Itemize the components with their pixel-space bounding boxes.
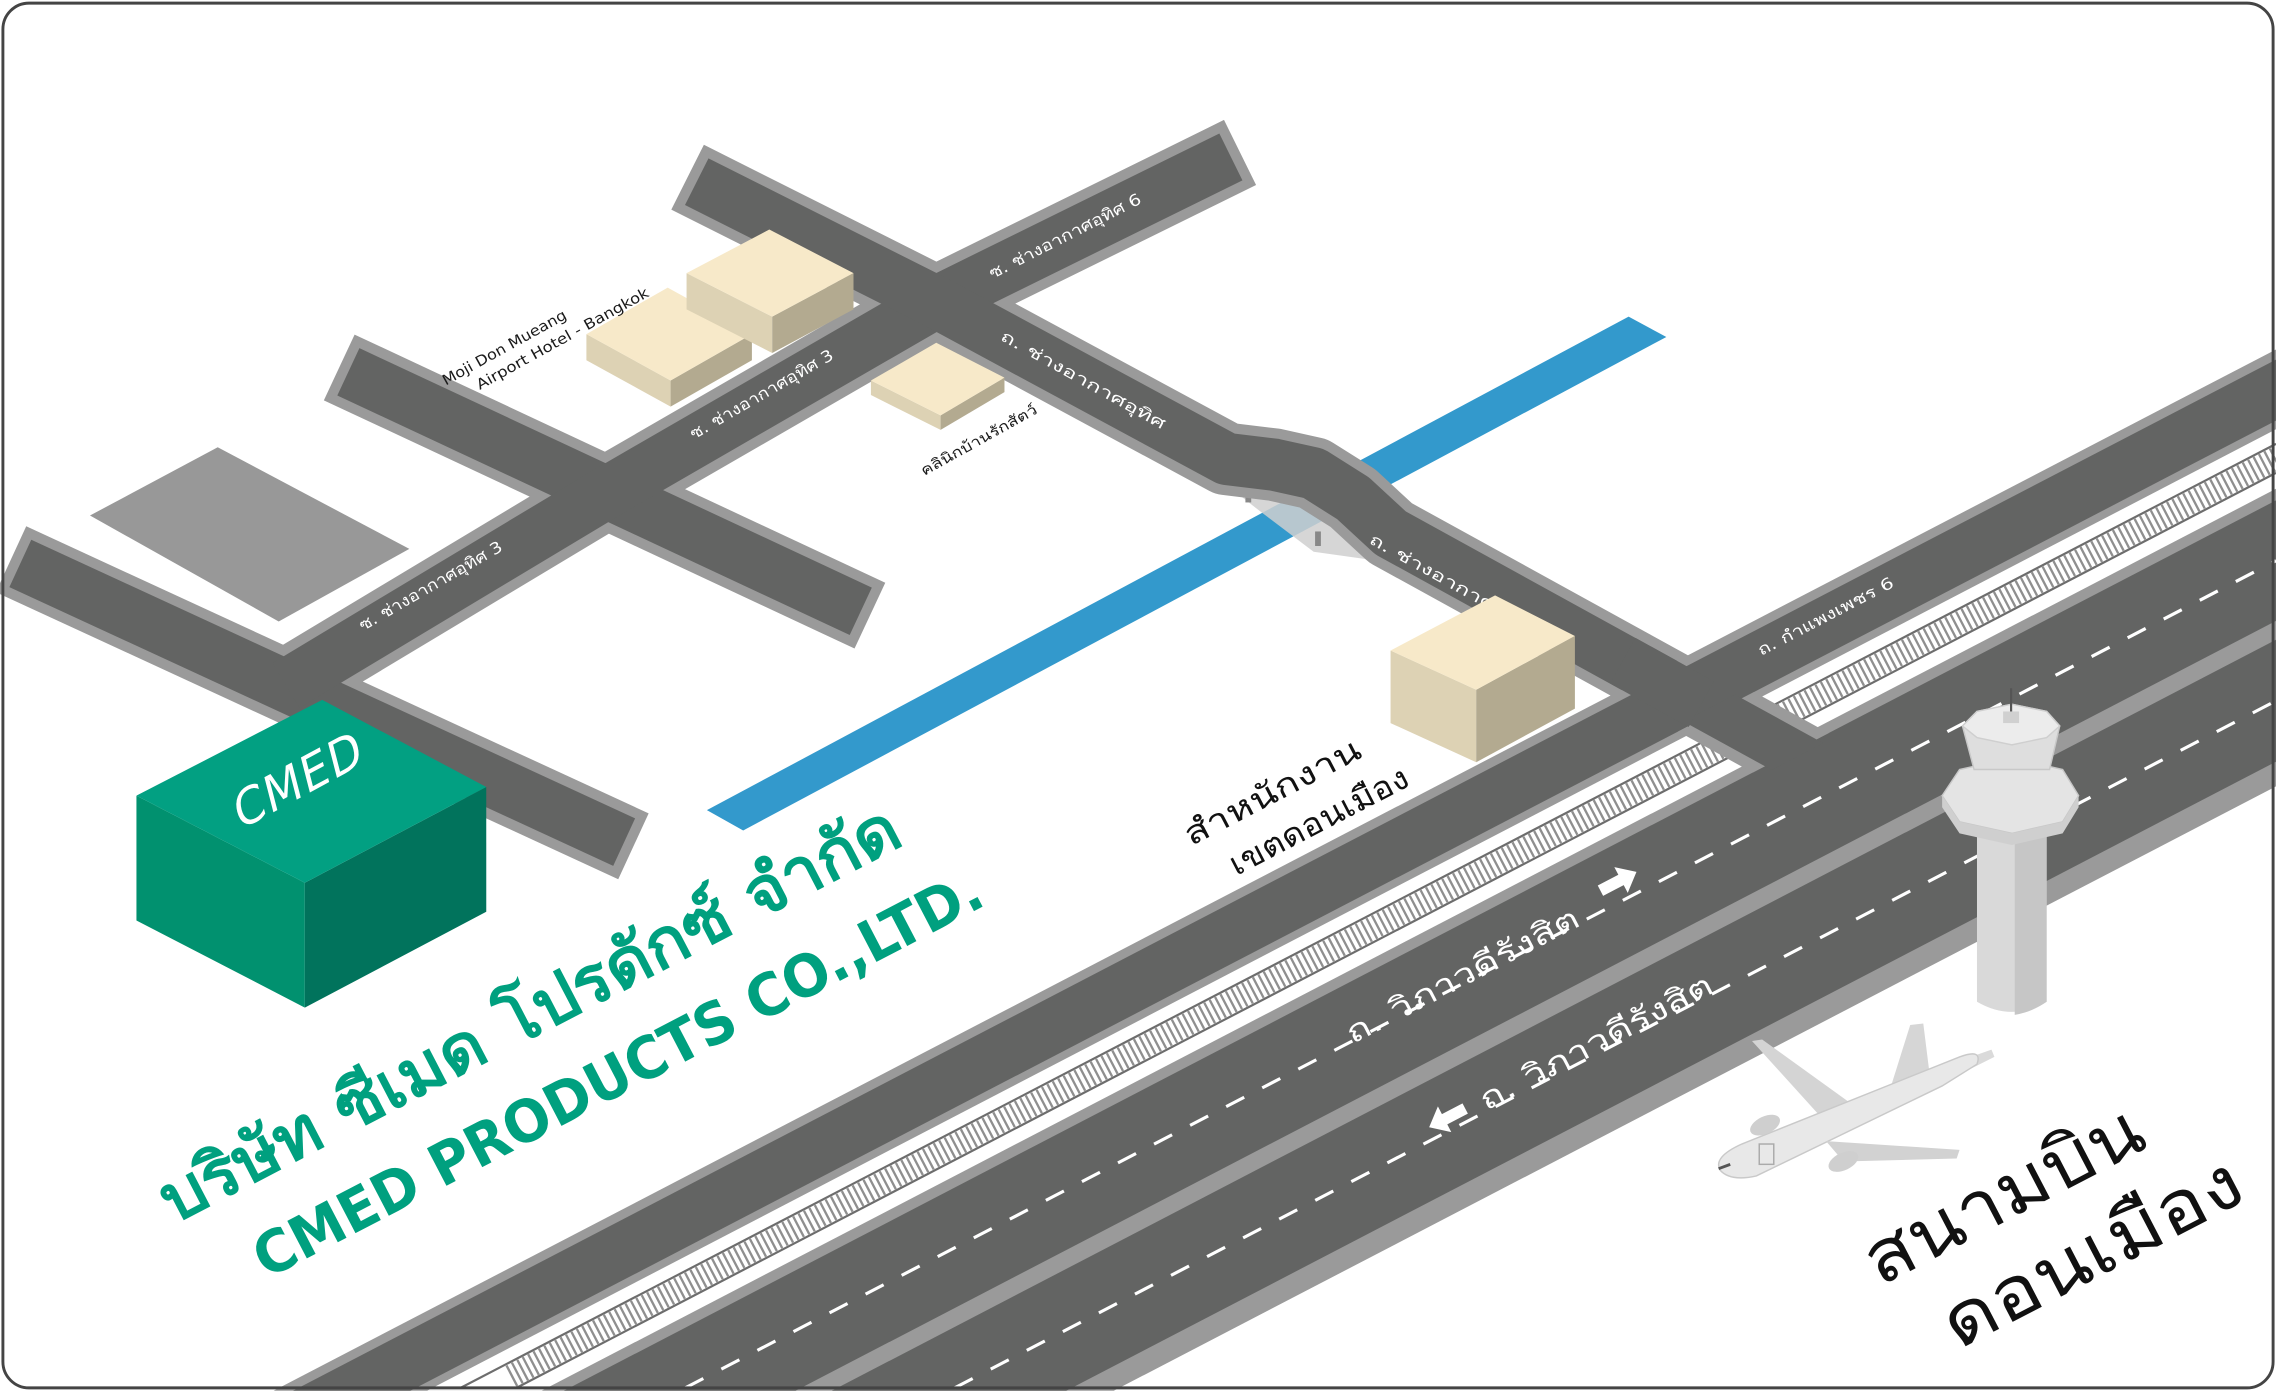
hotel-building-icon bbox=[586, 287, 752, 407]
railway-icon bbox=[515, 471, 2276, 1389]
lane-dash bbox=[684, 559, 2276, 1390]
arrow-right-icon bbox=[1597, 867, 1637, 896]
building-top-face bbox=[136, 699, 487, 883]
buildings-layer bbox=[136, 229, 1575, 1008]
building-right-face bbox=[940, 377, 1005, 430]
railway-ties bbox=[505, 448, 2276, 1387]
cmed-building-icon bbox=[136, 699, 487, 1008]
building-left-face bbox=[686, 273, 773, 353]
arrow-left-icon bbox=[1429, 1103, 1468, 1133]
building-top-face bbox=[870, 342, 1005, 416]
building-right-face bbox=[772, 273, 854, 353]
building-left-face bbox=[586, 334, 671, 407]
building-top-face bbox=[1390, 595, 1575, 690]
building-left-face bbox=[136, 795, 305, 1008]
railway-icon bbox=[460, 442, 2276, 1389]
lane-dash bbox=[953, 699, 2276, 1390]
building-right-face bbox=[670, 334, 752, 407]
building-left-face bbox=[870, 380, 941, 430]
road bbox=[272, 133, 1243, 708]
building-left-face bbox=[1390, 650, 1477, 763]
river bbox=[706, 316, 1667, 831]
building-top-face bbox=[586, 287, 752, 381]
road-kamphaeng-phet-6 bbox=[293, 359, 2276, 1391]
hotel-building-icon bbox=[686, 229, 854, 353]
district-office-building-icon bbox=[1390, 595, 1575, 763]
clinic-building-icon bbox=[870, 342, 1005, 430]
building-top-face bbox=[686, 229, 854, 317]
bridge-pillar bbox=[1315, 531, 1321, 546]
building-right-face bbox=[304, 786, 487, 1008]
building-right-face bbox=[1476, 635, 1575, 763]
parking-lot bbox=[89, 447, 410, 622]
road-crossing bbox=[1683, 694, 1824, 770]
road bbox=[684, 158, 1704, 722]
control-tower-icon bbox=[1941, 688, 2080, 1015]
airplane-icon bbox=[1717, 1023, 1995, 1179]
road-junction bbox=[1610, 637, 1714, 728]
